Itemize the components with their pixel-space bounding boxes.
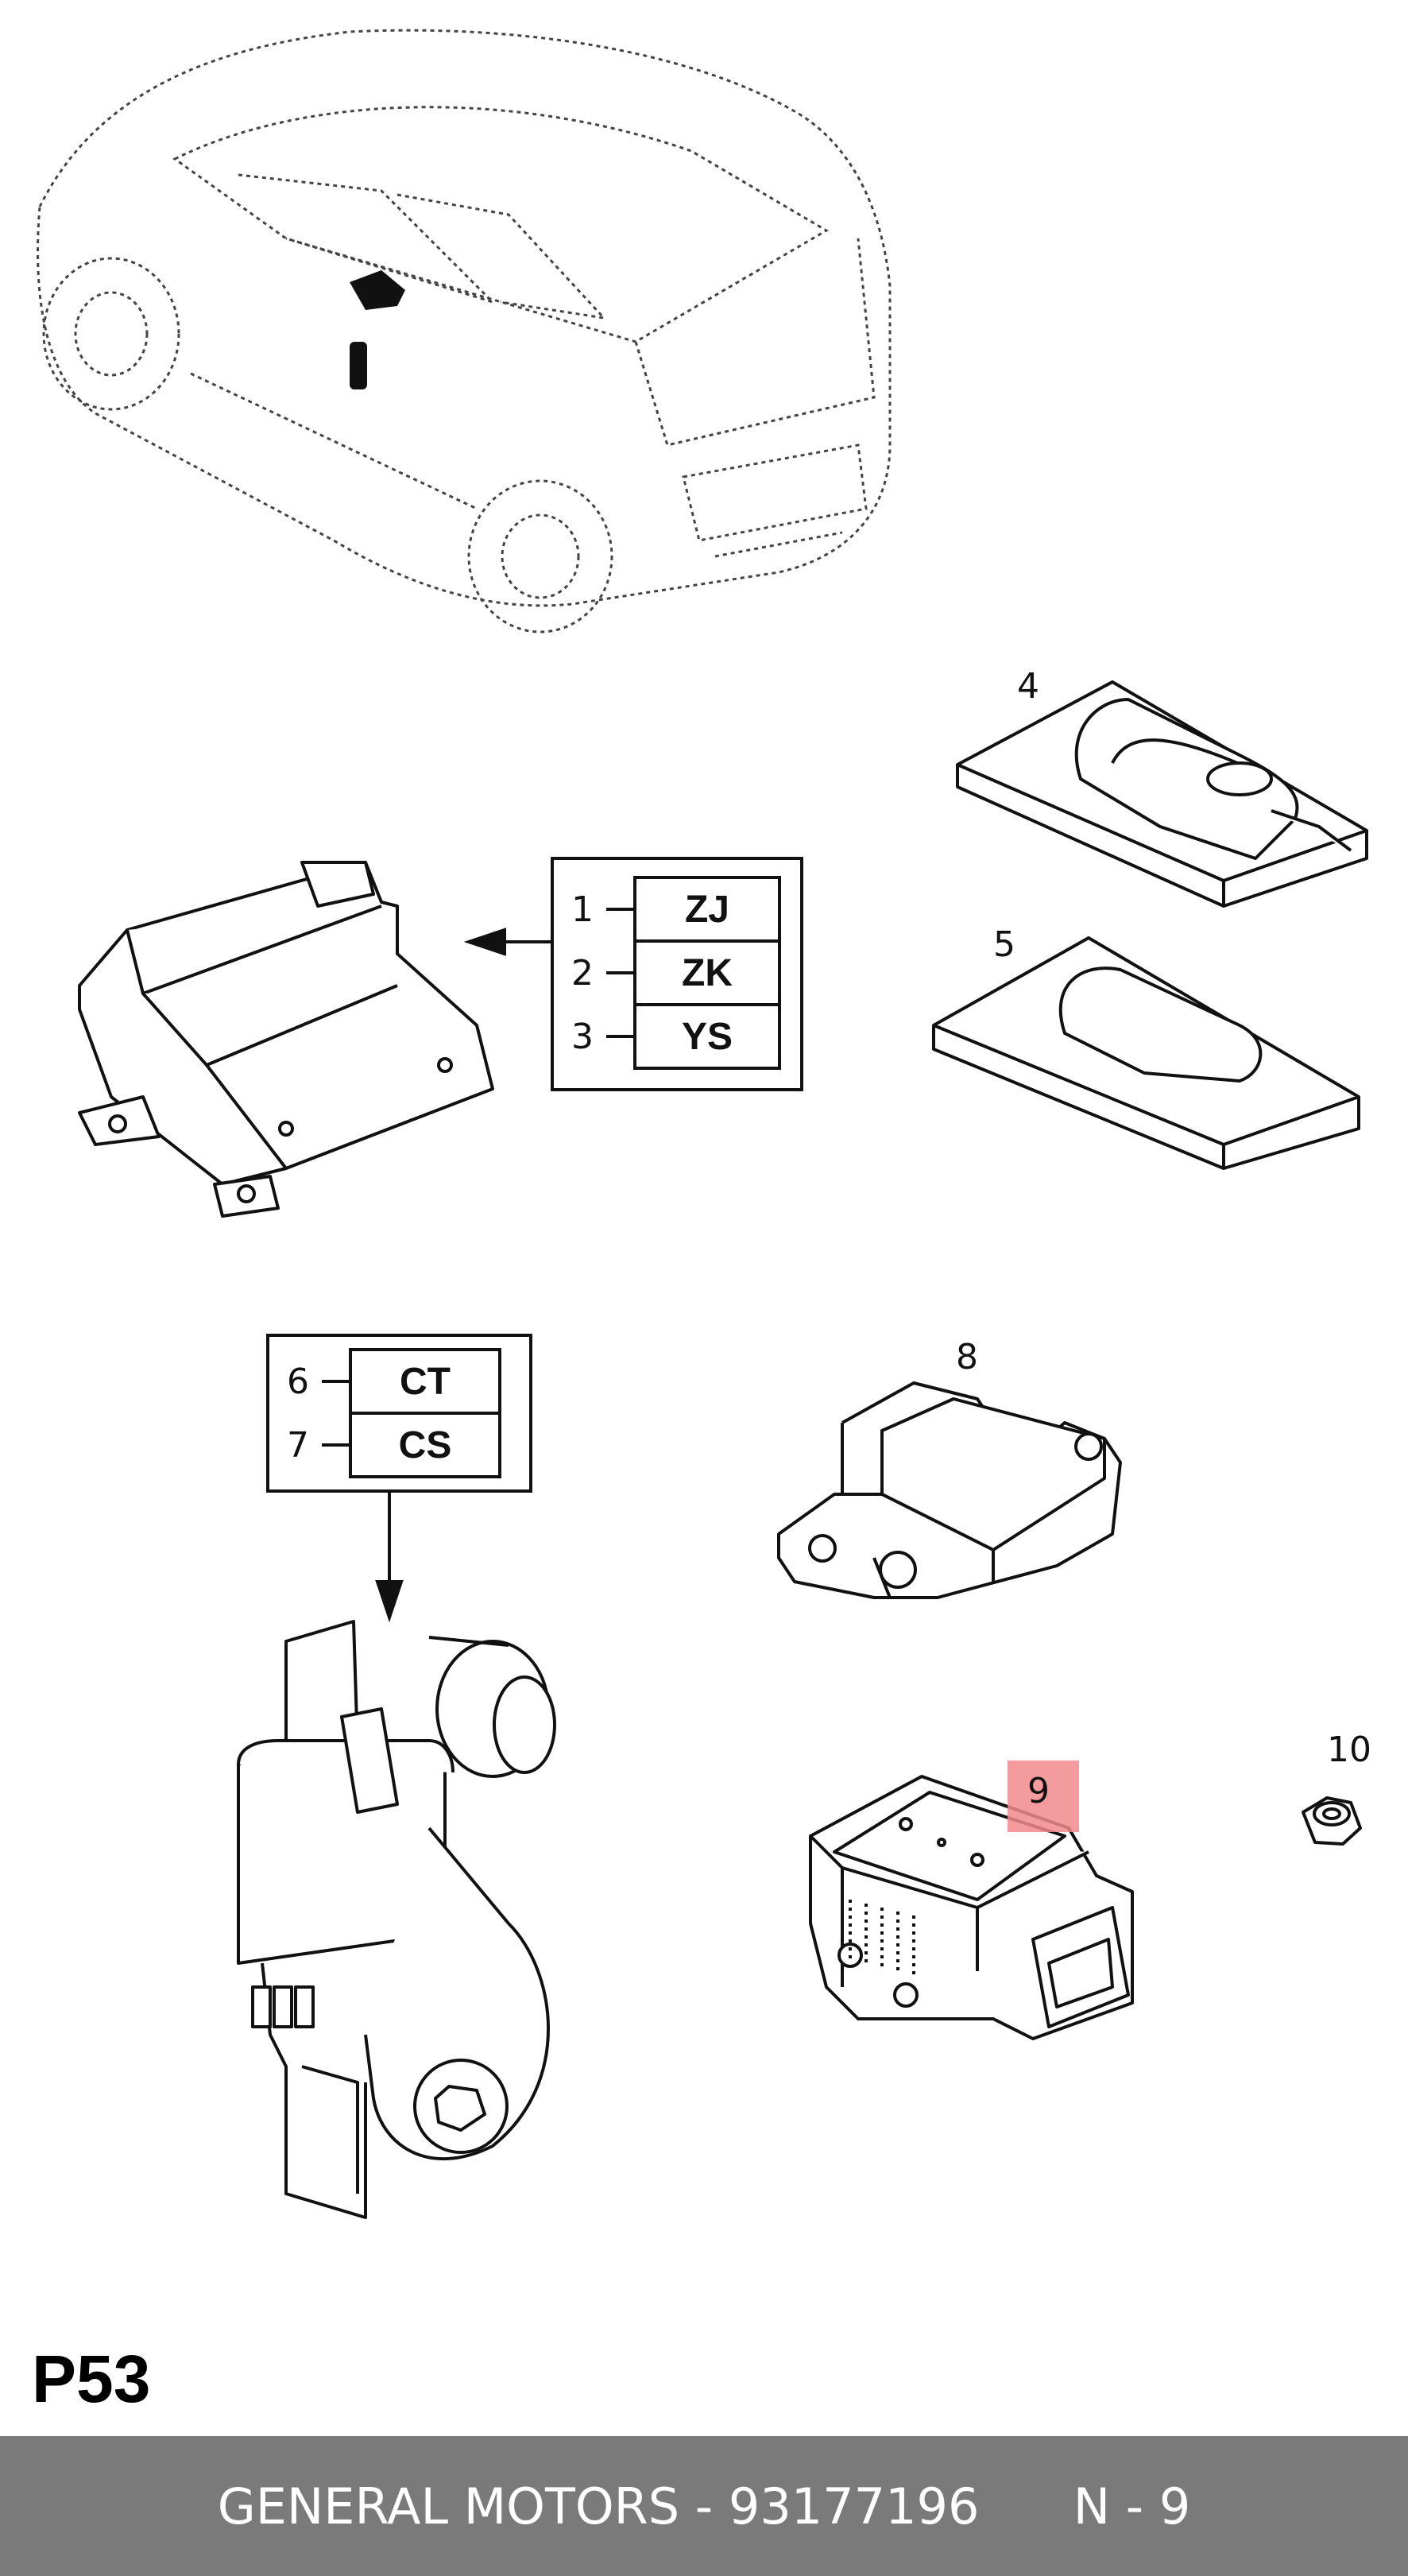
code-tick xyxy=(606,971,633,974)
code-tick xyxy=(322,1443,349,1447)
code-tick xyxy=(606,1035,633,1038)
sensor-part-8 xyxy=(777,1381,1122,1599)
callout-4: 4 xyxy=(1017,666,1039,707)
sensor-part-9 xyxy=(809,1775,1134,2040)
code-number: 3 xyxy=(571,1016,594,1057)
code-tick xyxy=(606,908,633,911)
callout-5: 5 xyxy=(993,924,1015,965)
callout-10: 10 xyxy=(1327,1730,1371,1770)
vehicle-module-locations xyxy=(350,270,405,389)
code-box-a: 1 ZJ 2 ZK 3 YS xyxy=(551,857,803,1091)
callout-9: 9 xyxy=(1027,1771,1050,1811)
leader-arrow-a xyxy=(463,928,552,956)
code-value: YS xyxy=(633,1003,781,1070)
code-value: CS xyxy=(349,1412,501,1478)
code-value: ZK xyxy=(633,939,781,1006)
code-row-7: 7 CS xyxy=(269,1412,529,1478)
sensor-part-6-7 xyxy=(237,1620,556,2219)
code-row-2: 2 ZK xyxy=(554,939,800,1006)
vehicle-outline xyxy=(37,29,892,633)
bracket-part-5 xyxy=(932,936,1360,1170)
code-number: 1 xyxy=(571,889,594,930)
callout-8: 8 xyxy=(956,1337,978,1377)
code-number: 2 xyxy=(571,952,594,994)
callout-9-highlight xyxy=(1008,1761,1079,1832)
footer-text: GENERAL MOTORS - 93177196 N - 9 xyxy=(217,2477,1191,2535)
code-value: ZJ xyxy=(633,876,781,943)
code-row-6: 6 CT xyxy=(269,1348,529,1415)
nut-part-10 xyxy=(1302,1796,1362,1846)
code-value: CT xyxy=(349,1348,501,1415)
footer-bar: GENERAL MOTORS - 93177196 N - 9 xyxy=(0,2436,1408,2576)
code-number: 6 xyxy=(287,1361,309,1402)
leader-arrow-b xyxy=(375,1493,404,1623)
airbag-control-module xyxy=(78,861,494,1218)
page-code: P53 xyxy=(32,2342,151,2416)
code-box-b: 6 CT 7 CS xyxy=(266,1334,532,1493)
code-tick xyxy=(322,1380,349,1383)
bracket-part-4 xyxy=(956,680,1368,908)
code-row-3: 3 YS xyxy=(554,1003,800,1070)
code-number: 7 xyxy=(287,1424,309,1466)
code-row-1: 1 ZJ xyxy=(554,876,800,943)
